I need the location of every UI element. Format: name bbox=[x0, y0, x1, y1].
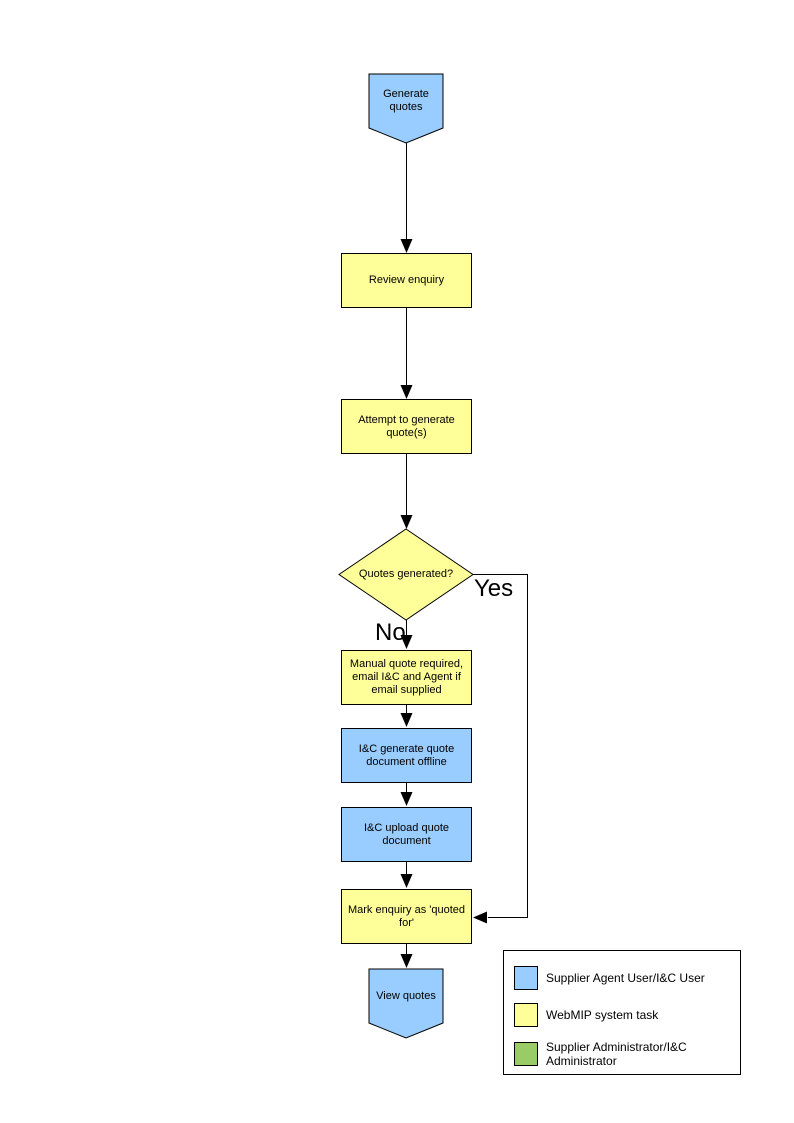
node-ic-generate-offline: I&C generate quote document offline bbox=[341, 728, 472, 783]
node-mark-enquiry-quoted: Mark enquiry as 'quoted for' bbox=[341, 889, 472, 944]
yes-branch-label: Yes bbox=[474, 575, 514, 602]
start-terminator-label: Generate quotes bbox=[383, 88, 429, 113]
connector-manual-generate bbox=[400, 705, 413, 727]
decision-diamond-label: Quotes generated? bbox=[358, 568, 454, 580]
end-terminator-shape bbox=[368, 968, 444, 1039]
node-ic-upload-document: I&C upload quote document bbox=[341, 807, 472, 862]
legend-swatch-blue bbox=[514, 966, 538, 990]
legend-row-webmip-task: WebMIP system task bbox=[514, 1003, 740, 1027]
end-terminator-label: View quotes bbox=[376, 989, 436, 1002]
legend-row-supplier-admin: Supplier Administrator/I&C Administrator bbox=[514, 1040, 740, 1068]
connector-review-attempt bbox=[400, 308, 413, 399]
legend-swatch-yellow bbox=[514, 1003, 538, 1027]
legend-label-supplier-admin: Supplier Administrator/I&C Administrator bbox=[546, 1040, 687, 1068]
legend-box: Supplier Agent User/I&C User WebMIP syst… bbox=[503, 950, 741, 1075]
node-review-enquiry: Review enquiry bbox=[341, 253, 472, 308]
connector-yes-branch bbox=[473, 574, 528, 924]
connector-start-review bbox=[400, 143, 413, 253]
connector-upload-mark bbox=[400, 862, 413, 888]
start-terminator-shape bbox=[368, 73, 444, 144]
node-attempt-generate: Attempt to generate quote(s) bbox=[341, 399, 472, 454]
connector-no-branch bbox=[400, 620, 413, 649]
legend-swatch-green bbox=[514, 1042, 538, 1066]
connector-attempt-decision bbox=[400, 454, 413, 529]
connector-mark-end bbox=[400, 944, 413, 968]
legend-label-supplier-agent: Supplier Agent User/I&C User bbox=[546, 971, 705, 985]
legend-label-webmip-task: WebMIP system task bbox=[546, 1008, 659, 1022]
no-branch-label: No bbox=[375, 619, 406, 646]
legend-row-supplier-agent: Supplier Agent User/I&C User bbox=[514, 966, 740, 990]
node-manual-quote-required: Manual quote required, email I&C and Age… bbox=[341, 650, 472, 705]
connector-generate-upload bbox=[400, 783, 413, 806]
